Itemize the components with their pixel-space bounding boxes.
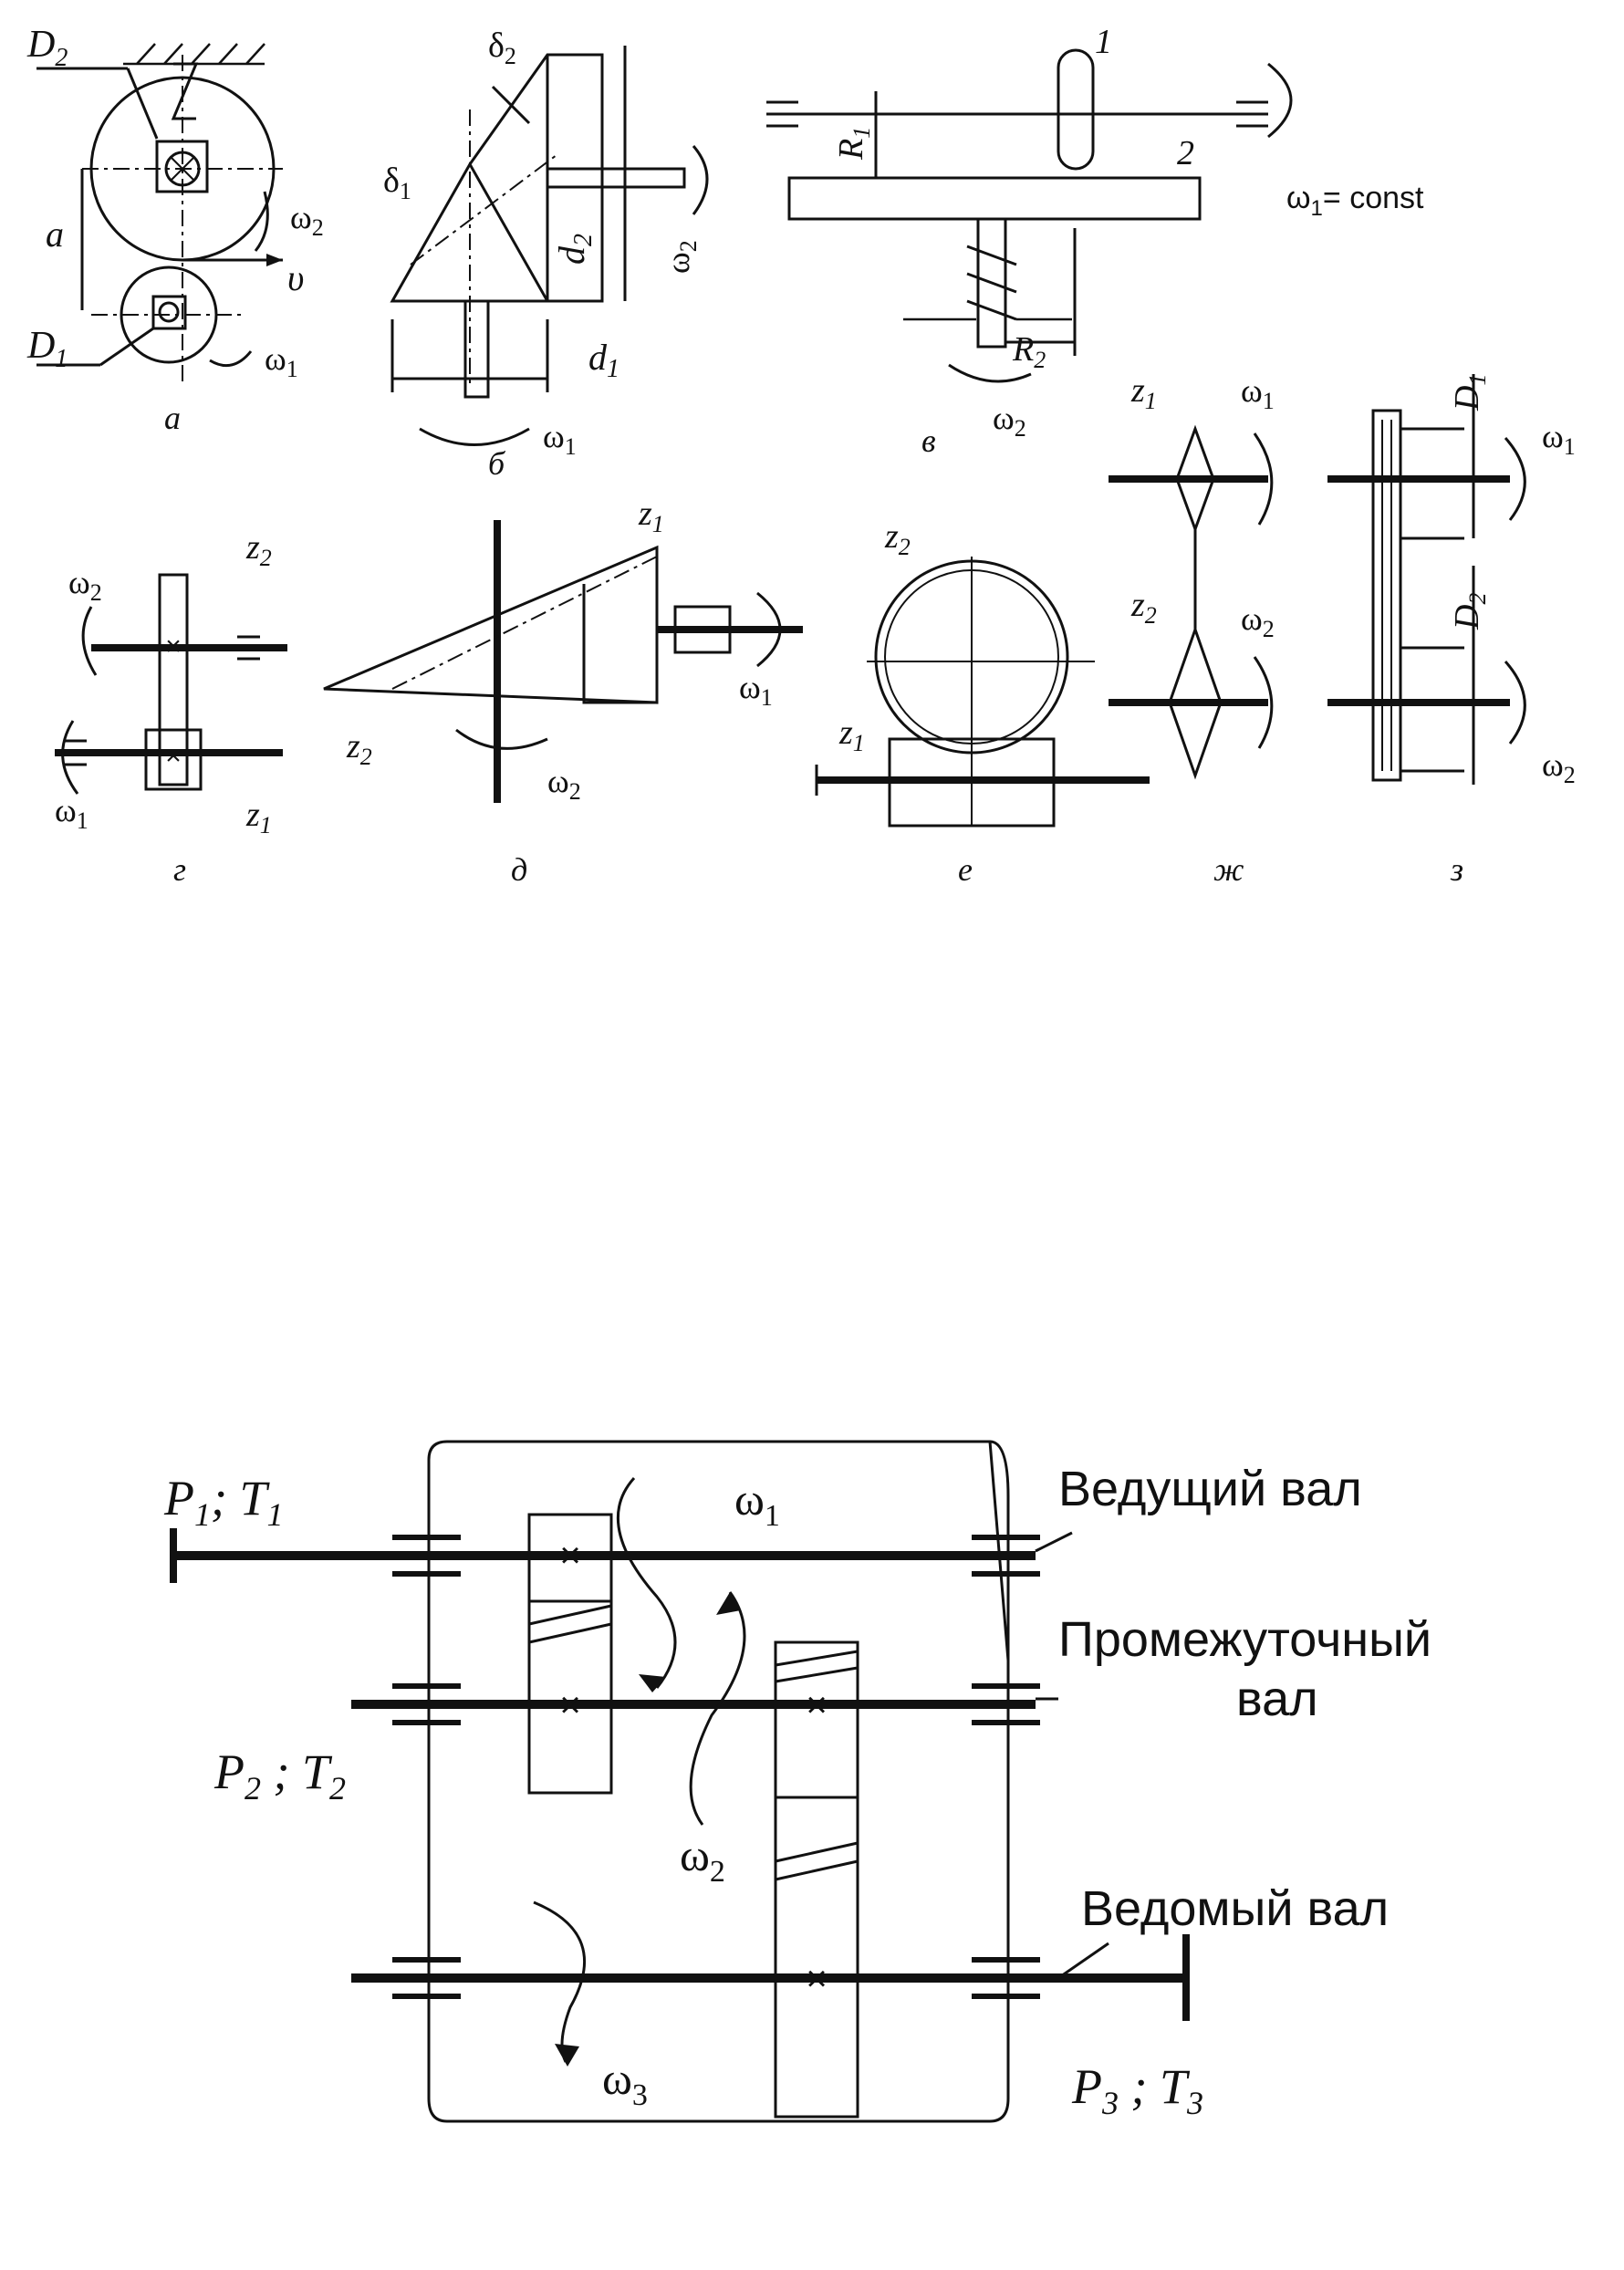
label-intermediate-shaft-line2: вал: [1236, 1671, 1318, 1726]
label-omega2: ω2: [290, 199, 324, 241]
label-d1-diameter: d1: [588, 337, 619, 383]
panel-z-caption: з: [1450, 851, 1463, 888]
label-z1: z1: [1130, 371, 1157, 414]
label-omega2: ω2: [547, 763, 581, 805]
panel-b-caption: б: [488, 445, 506, 482]
label-omega2: ω2: [1542, 746, 1576, 788]
label-d2: D2: [26, 24, 68, 72]
label-r1: R1: [832, 127, 875, 161]
label-z1: z1: [838, 713, 865, 756]
label-omega2: ω2: [660, 240, 702, 274]
label-p2-t2: P2 ; T2: [213, 1744, 346, 1807]
panel-e-caption: е: [958, 851, 973, 888]
label-velocity: υ: [287, 257, 304, 298]
label-z1: z1: [638, 495, 664, 537]
disk-2: [787, 176, 1202, 221]
label-omega1: ω1: [543, 418, 577, 460]
panel-zh-caption: ж: [1213, 851, 1244, 888]
label-leading-shaft: Ведущий вал: [1058, 1462, 1362, 1516]
panel-v-caption: в: [921, 422, 936, 459]
label-omega1-const: ω1= const: [1286, 181, 1424, 221]
label-omega1: ω1: [734, 1473, 780, 1533]
label-intermediate-shaft-line1: Промежуточный: [1058, 1612, 1431, 1667]
label-omega2: ω2: [68, 564, 102, 606]
label-omega1: ω1: [265, 340, 298, 382]
panel-g-spur-gears: × × z2 z1 ω2 ω1 г: [55, 528, 287, 888]
panel-zh-chain-drive: z1 z2 ω1 ω2 ж: [1109, 371, 1275, 888]
svg-text:×: ×: [165, 741, 182, 771]
label-d2-diameter: d2: [551, 234, 598, 265]
svg-text:×: ×: [559, 1536, 580, 1576]
label-z2: z2: [245, 528, 272, 571]
panel-b-bevel-drive: δ2 δ1 d2 d1 ω2 ω1 б: [383, 26, 709, 482]
label-roller-1: 1: [1095, 23, 1112, 61]
panel-g-caption: г: [173, 851, 186, 888]
label-z2: z2: [1130, 586, 1157, 629]
panel-a-caption: а: [164, 400, 181, 436]
label-z2: z2: [346, 727, 372, 770]
label-z1: z1: [245, 796, 272, 838]
label-r2: R2: [1012, 330, 1046, 373]
panel-e-worm-gear: z2 z1 е: [815, 517, 1150, 888]
gearbox-housing: [427, 1440, 1010, 2123]
label-delta2: δ2: [488, 26, 516, 69]
roller-1: [1057, 48, 1095, 171]
label-omega3: ω3: [602, 2053, 648, 2112]
svg-text:×: ×: [806, 1959, 827, 1999]
label-omega1: ω1: [739, 669, 773, 711]
svg-text:×: ×: [806, 1685, 827, 1725]
label-center-distance: a: [46, 213, 64, 255]
label-z2: z2: [884, 517, 911, 560]
gear-z2-stage1: [527, 1599, 613, 1795]
label-omega2: ω2: [680, 1829, 725, 1889]
label-p3-t3: P3 ; T3: [1071, 2059, 1203, 2121]
label-omega2: ω2: [1241, 600, 1275, 642]
svg-text:×: ×: [559, 1685, 580, 1725]
label-omega2: ω2: [993, 400, 1026, 442]
panel-d-bevel-gears: z1 z2 ω1 ω2 д: [323, 495, 803, 888]
label-driven-shaft: Ведомый вал: [1081, 1881, 1389, 1936]
panel-d-caption: д: [511, 851, 527, 888]
label-d1: D1: [26, 325, 68, 373]
svg-text:×: ×: [165, 631, 182, 661]
label-disk-2: 2: [1177, 134, 1194, 172]
label-delta1: δ1: [383, 161, 411, 204]
panel-z-belt-drive: D1 D2 ω1 ω2 з: [1327, 374, 1576, 888]
panel-a-friction-drive: D2 D1 a ω2 υ ω1 а: [26, 24, 324, 436]
gearbox-kinematic-scheme: × × × × P1; T1 P2 ; T2 P3 ; T3 ω1 ω2 ω3 …: [163, 1440, 1431, 2123]
label-omega1: ω1: [1241, 372, 1275, 414]
label-d1: D1: [1448, 374, 1491, 411]
label-omega1: ω1: [1542, 418, 1576, 460]
label-p1-t1: P1; T1: [163, 1471, 284, 1533]
label-d2: D2: [1448, 593, 1491, 630]
panel-v-variator: 1 2 R1 R2 ω1= const ω2 в: [766, 23, 1424, 459]
gear-z4-stage2: [774, 1796, 859, 2119]
label-omega1: ω1: [55, 792, 88, 834]
